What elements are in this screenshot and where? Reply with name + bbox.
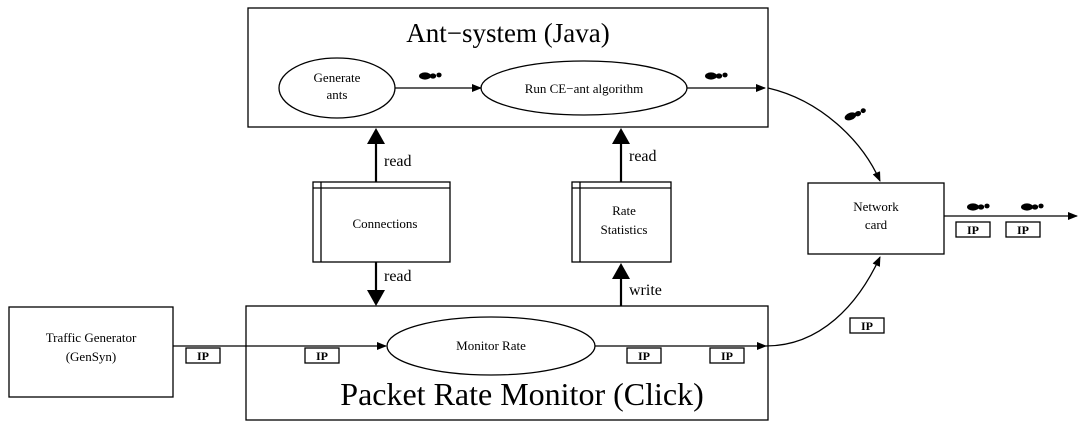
- ant-icon: [1021, 199, 1051, 215]
- read-stats-to-ant-edge: read: [612, 128, 657, 182]
- network-card-line1: Network: [853, 199, 899, 214]
- write-monitor-to-stats-edge: write: [612, 263, 662, 306]
- run-algorithm-label: Run CE−ant algorithm: [525, 81, 644, 96]
- read-label: read: [384, 153, 412, 170]
- ip-label: IP: [316, 349, 328, 363]
- ip-packet-badge: IP: [185, 347, 221, 364]
- generate-ants-node: Generate ants: [278, 57, 396, 119]
- ip-packet-badge: IP: [955, 221, 991, 238]
- ip-label: IP: [197, 349, 209, 363]
- ip-label: IP: [967, 223, 979, 237]
- ant-icon: [967, 199, 997, 215]
- monitor-rate-label: Monitor Rate: [456, 338, 526, 353]
- connections-store: Connections: [312, 181, 451, 263]
- ip-label: IP: [721, 349, 733, 363]
- monitor-to-network-card-arrow: [765, 256, 881, 347]
- ant-system-title: Ant−system (Java): [406, 18, 609, 48]
- ip-packet-badge: IP: [1005, 221, 1041, 238]
- ip-packet-badge: IP: [709, 347, 745, 364]
- ip-packet-badge: IP: [849, 317, 885, 334]
- generate-ants-line2: ants: [327, 87, 348, 102]
- ip-label: IP: [861, 319, 873, 333]
- read-connections-to-ant-edge: read: [367, 128, 412, 182]
- ant-icon: [842, 100, 876, 126]
- read-connections-to-monitor-edge: read: [367, 262, 412, 306]
- packet-rate-monitor-box: Packet Rate Monitor (Click) Monitor Rate: [245, 305, 769, 421]
- write-label: write: [629, 282, 662, 299]
- network-card-line2: card: [865, 217, 888, 232]
- connections-label: Connections: [353, 216, 418, 231]
- packet-rate-monitor-title: Packet Rate Monitor (Click): [340, 376, 703, 412]
- ant-icon: [419, 68, 449, 84]
- ip-label: IP: [1017, 223, 1029, 237]
- read-label: read: [384, 268, 412, 285]
- ant-icon: [705, 68, 735, 84]
- ant-system-box: Ant−system (Java) Generate ants Run CE−a…: [247, 7, 769, 128]
- monitor-rate-node: Monitor Rate: [386, 316, 596, 376]
- rate-statistics-line2: Statistics: [601, 222, 648, 237]
- network-card-box: Network card: [807, 182, 945, 255]
- traffic-generator-line1: Traffic Generator: [46, 330, 137, 345]
- ant-system-to-network-card-arrow: [767, 87, 881, 182]
- read-label: read: [629, 148, 657, 165]
- rate-statistics-line1: Rate: [612, 203, 636, 218]
- traffic-generator-box: Traffic Generator (GenSyn): [8, 306, 174, 398]
- run-algorithm-node: Run CE−ant algorithm: [480, 60, 688, 116]
- ip-packet-badge: IP: [626, 347, 662, 364]
- rate-statistics-store: Rate Statistics: [571, 181, 672, 263]
- traffic-generator-line2: (GenSyn): [66, 349, 117, 364]
- generate-ants-line1: Generate: [314, 70, 361, 85]
- ip-packet-badge: IP: [304, 347, 340, 364]
- ip-label: IP: [638, 349, 650, 363]
